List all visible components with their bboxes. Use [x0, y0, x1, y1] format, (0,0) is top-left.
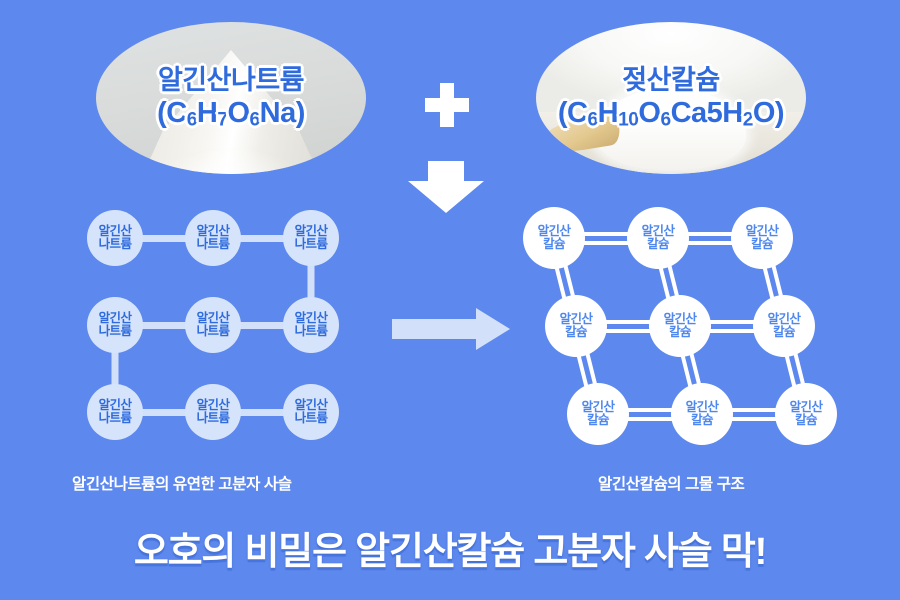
molecule-node-label-line2: 나트륨 — [196, 324, 230, 338]
molecule-bond-double — [658, 231, 762, 245]
molecule-node-label-line1: 알긴산 — [581, 399, 615, 414]
molecule-node-label-line1: 알긴산 — [685, 399, 719, 414]
molecule-node-label-line2: 나트륨 — [196, 411, 230, 425]
arrow-right-shaft — [392, 319, 476, 339]
molecule-bond-double — [598, 407, 702, 421]
molecule-node-label-line2: 나트륨 — [294, 411, 328, 425]
molecule-node-label-line1: 알긴산 — [196, 310, 230, 325]
molecule-node-label-line2: 나트륨 — [196, 237, 230, 251]
arrow-down-head — [408, 181, 484, 213]
ingredient-right-formula: (C6H10O6Ca5H2O) — [557, 97, 785, 131]
molecule-node-label-line2: 칼슘 — [647, 237, 669, 251]
molecule-node-label-line2: 칼슘 — [669, 325, 691, 339]
arrow-down-icon — [408, 161, 484, 213]
molecule-node-label-line1: 알긴산 — [196, 223, 230, 238]
molecule-node-label-line2: 칼슘 — [773, 325, 795, 339]
headline: 오호의 비밀은 알긴산칼슘 고분자 사슬 막! — [133, 531, 767, 573]
molecule-bond-double — [680, 319, 784, 333]
molecule-node-label-line1: 알긴산 — [98, 223, 132, 238]
molecule-node-label-line1: 알긴산 — [641, 223, 675, 238]
ingredient-right-name: 젖산칼슘 — [622, 64, 720, 95]
molecule-node-label-line1: 알긴산 — [559, 311, 593, 326]
molecule-node-label-line2: 칼슘 — [565, 325, 587, 339]
molecule-node-label-line1: 알긴산 — [789, 399, 823, 414]
molecule-node-label-line2: 칼슘 — [691, 413, 713, 427]
arrow-down-shaft — [428, 161, 464, 183]
molecule-node-label-line2: 칼슘 — [543, 237, 565, 251]
molecule-node-label-line2: 나트륨 — [98, 324, 132, 338]
caption-right: 알긴산칼슘의 그물 구조 — [598, 476, 745, 493]
ingredient-left-name: 알긴산나트륨 — [157, 64, 305, 95]
molecule-node-label-line2: 칼슘 — [587, 413, 609, 427]
molecule-node-label-line1: 알긴산 — [294, 223, 328, 238]
molecule-bond — [213, 234, 311, 242]
molecule-node-label-line1: 알긴산 — [196, 397, 230, 412]
molecule-node-label-line2: 나트륨 — [98, 237, 132, 251]
molecule-bond — [115, 234, 213, 242]
molecule-node-label-line2: 칼슘 — [751, 237, 773, 251]
ingredient-left-formula: (C6H7O6Na) — [157, 97, 305, 131]
molecule-node-label-line2: 나트륨 — [98, 411, 132, 425]
molecule-node-label-line1: 알긴산 — [294, 310, 328, 325]
molecule-node-label-line1: 알긴산 — [98, 310, 132, 325]
molecule-node-label-line2: 칼슘 — [795, 413, 817, 427]
milk-pool-image — [596, 88, 746, 170]
arrow-right-head — [476, 308, 510, 350]
plus-icon — [425, 83, 469, 127]
arrow-right-icon — [392, 308, 510, 350]
molecule-node-label-line1: 알긴산 — [537, 223, 571, 238]
caption-left: 알긴산나트륨의 유연한 고분자 사슬 — [72, 476, 292, 493]
molecule-node-label-line1: 알긴산 — [98, 397, 132, 412]
molecule-node-label-line2: 나트륨 — [294, 237, 328, 251]
ingredient-card-sodium-alginate: 알긴산나트륨 (C6H7O6Na) — [96, 22, 366, 174]
molecule-bond-double — [702, 407, 806, 421]
ingredient-left-label: 알긴산나트륨 (C6H7O6Na) — [157, 65, 305, 131]
molecule-node-label-line1: 알긴산 — [294, 397, 328, 412]
molecule-node-label-line1: 알긴산 — [767, 311, 801, 326]
molecule-bond — [115, 408, 213, 416]
ingredient-card-calcium-lactate: 젖산칼슘 (C6H10O6Ca5H2O) — [536, 22, 806, 174]
molecule-node-label-line2: 나트륨 — [294, 324, 328, 338]
ingredient-right-label: 젖산칼슘 (C6H10O6Ca5H2O) — [557, 64, 785, 131]
molecule-bond-double — [554, 231, 658, 245]
molecule-bond-double — [576, 319, 680, 333]
molecule-node-label-line1: 알긴산 — [745, 223, 779, 238]
molecule-bond — [213, 408, 311, 416]
molecule-node-label-line1: 알긴산 — [663, 311, 697, 326]
